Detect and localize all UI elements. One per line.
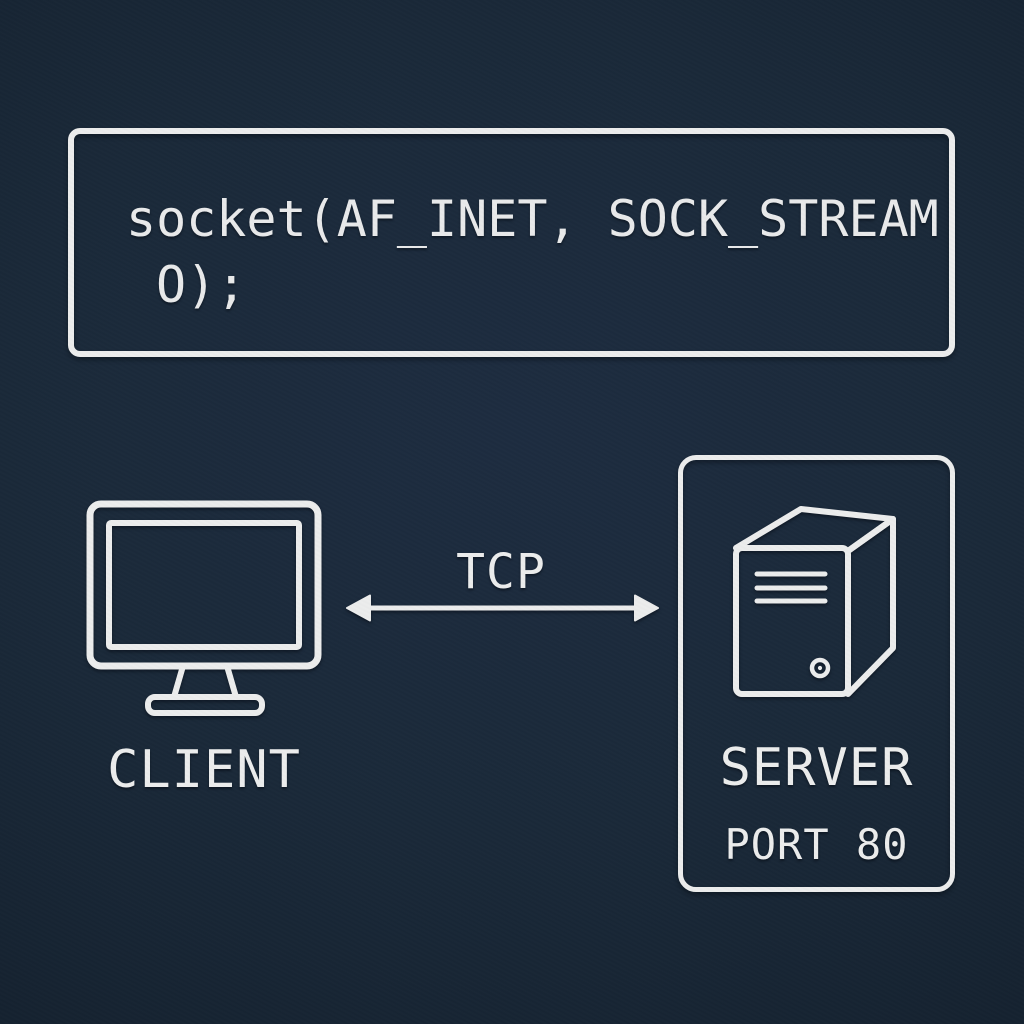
double-headed-arrow-icon — [346, 594, 659, 622]
code-snippet: socket(AF_INET, SOCK_STREAM O); — [126, 186, 939, 318]
server-port-label: PORT 80 — [724, 820, 909, 869]
code-box: socket(AF_INET, SOCK_STREAM O); — [68, 128, 955, 357]
server-box: SERVER PORT 80 — [678, 455, 955, 892]
server-label: SERVER — [719, 738, 914, 798]
server-tower-icon — [733, 506, 896, 697]
code-line-2: O); — [156, 256, 247, 314]
code-line-1: socket(AF_INET, SOCK_STREAM — [126, 190, 939, 248]
client-label: CLIENT — [107, 740, 301, 800]
monitor-icon — [86, 500, 322, 716]
tcp-label: TCP — [456, 544, 546, 600]
